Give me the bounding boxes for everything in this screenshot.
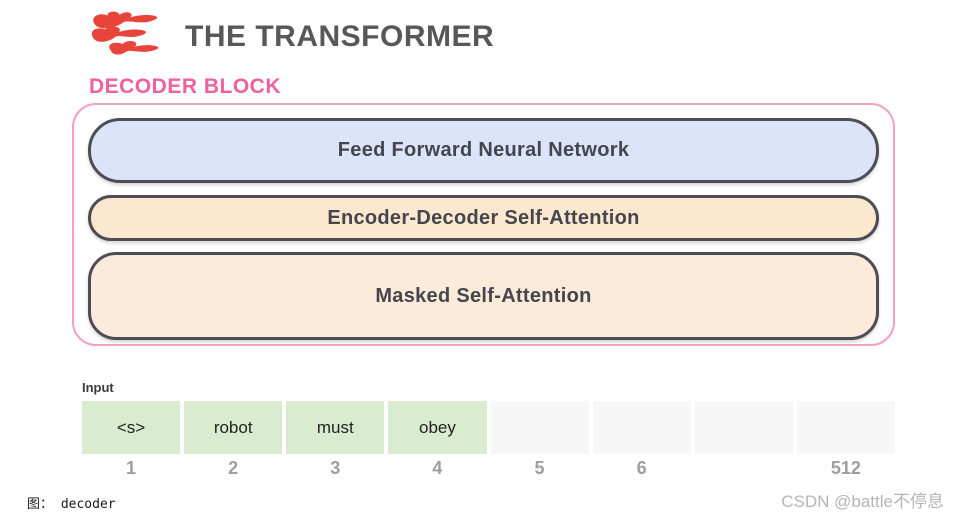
decoder-block-container: Feed Forward Neural Network Encoder-Deco…: [72, 103, 895, 346]
token-cell: robot: [184, 401, 283, 454]
token-cell: [694, 401, 793, 454]
token-cell: must: [286, 401, 385, 454]
position-number: 5: [534, 458, 545, 478]
csdn-watermark: CSDN @battle不停息: [781, 492, 944, 511]
position-number-row: 1 2 3 4 5 6 512: [82, 458, 895, 479]
position-number: 512: [830, 458, 861, 478]
token-row: <s> robot must obey: [82, 401, 895, 454]
layer-feed-forward: Feed Forward Neural Network: [88, 118, 879, 183]
layer-encoder-decoder-attention: Encoder-Decoder Self-Attention: [88, 195, 879, 241]
token-cell: obey: [388, 401, 487, 454]
position-number: 3: [330, 458, 341, 478]
position-number: [695, 458, 793, 479]
token-cell: <s>: [82, 401, 181, 454]
position-number: 6: [636, 458, 647, 478]
input-label: Input: [82, 380, 114, 395]
position-number: 4: [432, 458, 443, 478]
position-number: 2: [228, 458, 239, 478]
token-cell: [796, 401, 895, 454]
flames-icon: [91, 11, 159, 55]
token-cell: [592, 401, 691, 454]
position-number: 1: [126, 458, 137, 478]
figure-caption: 图： decoder: [27, 497, 116, 512]
token-cell: [490, 401, 589, 454]
decoder-block-label: DECODER BLOCK: [89, 75, 282, 98]
page-title: THE TRANSFORMER: [185, 20, 495, 53]
layer-masked-self-attention: Masked Self-Attention: [88, 252, 879, 340]
